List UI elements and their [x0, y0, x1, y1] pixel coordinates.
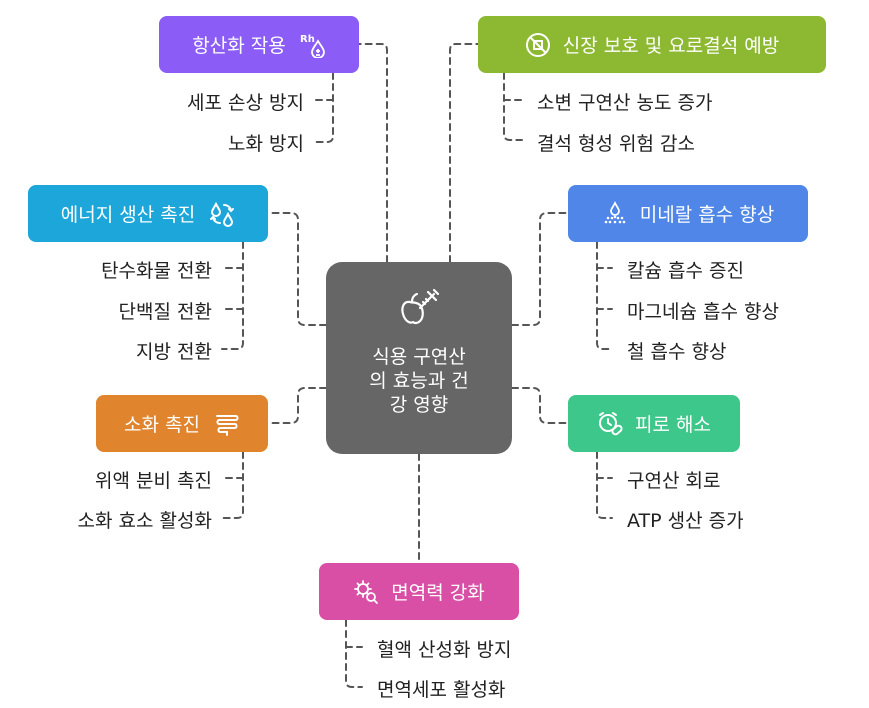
- node-digestion-label: 소화 촉진: [124, 414, 200, 436]
- item-stone-risk-decrease: 결석 형성 위험 감소: [537, 133, 695, 155]
- node-fatigue-label: 피로 해소: [635, 414, 711, 436]
- recycle-drops-icon: [209, 201, 235, 227]
- item-cell-damage-prevention: 세포 손상 방지: [187, 92, 304, 114]
- item-magnesium-absorption: 마그네슘 흡수 향상: [627, 301, 779, 323]
- node-energy: 에너지 생산 촉진: [28, 185, 268, 242]
- item-carbohydrate-conversion: 탄수화물 전환: [101, 260, 212, 282]
- node-fatigue: 피로 해소: [568, 395, 740, 452]
- svg-text:Rh: Rh: [300, 34, 315, 45]
- item-blood-acidification-prevention: 혈액 산성화 방지: [377, 639, 512, 661]
- center-title-line1: 식용 구연산: [372, 346, 466, 368]
- item-citric-acid-cycle: 구연산 회로: [627, 470, 721, 492]
- node-mineral: 미네랄 흡수 향상: [568, 185, 808, 242]
- center-topic: 식용 구연산 의 효능과 건 강 영향: [326, 262, 512, 454]
- rh-drop-icon: Rh: [300, 32, 326, 58]
- apple-syringe-icon: [394, 282, 444, 332]
- node-digestion: 소화 촉진: [96, 395, 268, 452]
- node-antioxidant-label: 항산화 작용: [192, 35, 286, 57]
- item-atp-production: ATP 생산 증가: [627, 510, 744, 532]
- node-immunity: 면역력 강화: [319, 563, 519, 620]
- item-immune-cell-activation: 면역세포 활성화: [377, 679, 506, 701]
- no-kidney-stone-icon: [525, 32, 551, 58]
- node-mineral-label: 미네랄 흡수 향상: [639, 204, 775, 226]
- node-kidney: 신장 보호 및 요로결석 예방: [478, 16, 826, 73]
- virus-search-icon: [353, 579, 379, 605]
- node-kidney-label: 신장 보호 및 요로결석 예방: [562, 35, 780, 57]
- node-energy-label: 에너지 생산 촉진: [60, 204, 196, 226]
- clock-pill-icon: [597, 411, 623, 437]
- intestine-icon: [214, 411, 240, 437]
- item-anti-aging: 노화 방지: [228, 133, 304, 155]
- item-calcium-absorption: 칼슘 흡수 증진: [627, 260, 744, 282]
- item-protein-conversion: 단백질 전환: [118, 301, 212, 323]
- node-antioxidant: 항산화 작용 Rh: [159, 16, 359, 73]
- item-urine-citrate-increase: 소변 구연산 농도 증가: [537, 92, 713, 114]
- center-title-line3: 강 영향: [389, 394, 449, 416]
- item-gastric-secretion: 위액 분비 촉진: [95, 470, 212, 492]
- item-fat-conversion: 지방 전환: [136, 341, 212, 363]
- mineral-drop-icon: [602, 200, 628, 227]
- item-enzyme-activation: 소화 효소 활성화: [77, 510, 212, 532]
- center-title-line2: 의 효능과 건: [369, 370, 469, 392]
- node-immunity-label: 면역력 강화: [391, 582, 485, 604]
- item-iron-absorption: 철 흡수 향상: [627, 341, 727, 363]
